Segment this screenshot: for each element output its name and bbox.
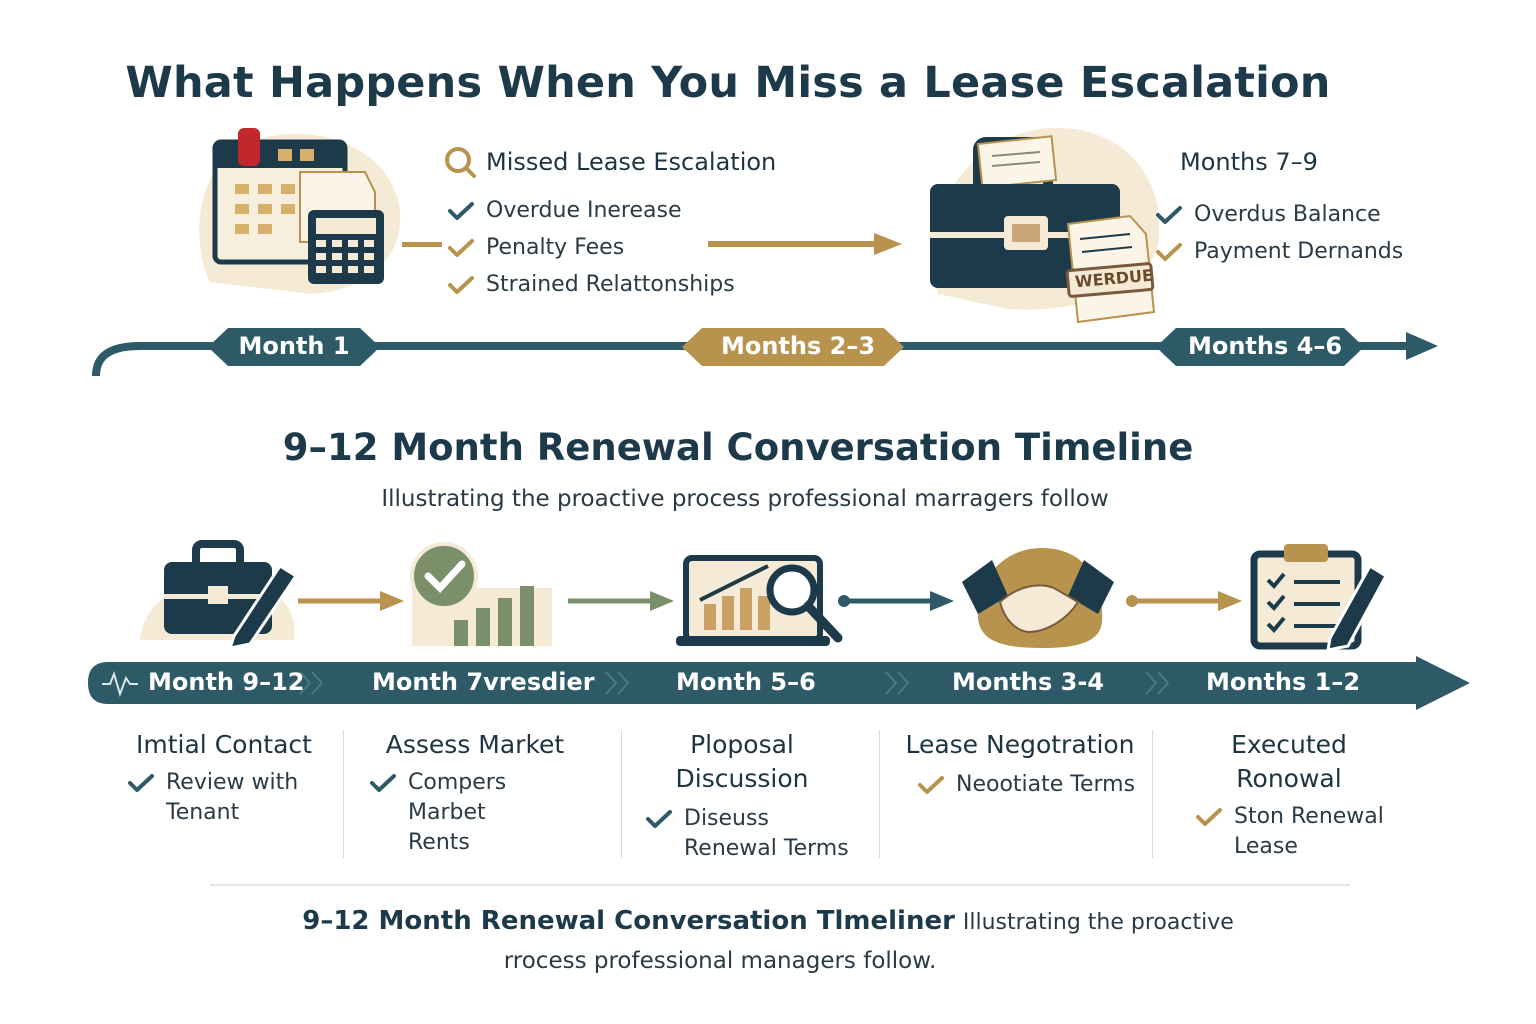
briefcase-overdue-icon [930,127,1160,324]
late-consequences-list: Overdus Balance Payment Dernands [1156,196,1403,270]
footer-line-1: 9–12 Month Renewal Conversation Tlmeline… [302,906,1234,936]
section-title: 9–12 Month Renewal Conversation Timeline [282,426,1194,469]
spark-icon [102,670,138,698]
check-icon [370,773,396,793]
timeline-pill-months-2-3: Months 2–3 [720,332,876,360]
stage-assess-market: Assess Market Compers Marbet Rents [350,728,600,858]
stage-divider [621,730,622,858]
consequence-item: Overdue Inerease [448,192,735,229]
arrow-right-icon [568,591,674,611]
section-subtitle: Illustrating the proactive process profe… [381,486,1109,512]
check-icon [646,809,672,829]
stage-item: Review with Tenant [128,768,308,828]
missed-consequences-list: Overdue Inerease Penalty Fees Strained R… [448,192,735,303]
footer-line-2: rrocess professional managers follow. [503,948,937,974]
stage-item: Diseuss Renewal Terms [646,804,856,864]
timeline-pill-months-4-6: Months 4–6 [1187,332,1343,360]
check-icon [1156,205,1182,225]
check-icon [128,773,154,793]
consequence-item: Strained Relattonships [448,266,735,303]
consequence-item: Penalty Fees [448,229,735,266]
timeline-pill-month-9-12: Month 9–12 [148,668,305,696]
stage-divider [343,730,344,858]
stage-item: Compers Marbet Rents [370,768,550,858]
footer-divider [210,884,1350,886]
calendar-calculator-icon [199,128,401,294]
checklist-pen-icon [1250,544,1388,650]
arrow-right-icon [708,233,902,255]
arrow-right-icon [298,591,404,611]
timeline-escalation [92,328,1438,377]
check-icon [448,275,474,295]
stage-divider [1152,730,1153,858]
check-icon [448,238,474,258]
consequence-item: Overdus Balance [1156,196,1403,233]
search-icon [445,147,476,178]
stage-lease-negotiation: Lease Negotration Neootiate Terms [900,728,1140,800]
connector-line [402,242,442,247]
stage-item: Ston Renewal Lease [1196,802,1402,862]
handshake-icon [962,548,1114,648]
stage-initial-contact: Imtial Contact Review with Tenant [108,728,340,828]
check-icon [448,201,474,221]
stage-item: Neootiate Terms [918,770,1142,800]
check-icon [918,775,944,795]
timeline-pill-months-1-2: Months 1–2 [1206,668,1361,696]
page-title: What Happens When You Miss a Lease Escal… [125,58,1331,108]
consequence-item: Payment Dernands [1156,233,1403,270]
arrow-right-icon [838,591,954,611]
briefcase-pen-icon [140,540,299,646]
missed-escalation-heading: Missed Lease Escalation [486,148,777,176]
timeline-renewal-band [88,656,1470,710]
arrow-right-icon [1126,591,1242,611]
check-icon [1156,242,1182,262]
timeline-pill-months-3-4: Months 3-4 [952,668,1105,696]
stage-divider [879,730,880,858]
timeline-pill-month-5-6: Month 5–6 [676,668,816,696]
timeline-pill-month-1: Month 1 [238,332,350,360]
check-bar-chart-icon [410,542,552,646]
stage-executed-renewal: Executed Ronowal Ston Renewal Lease [1176,728,1402,862]
stage-proposal-discussion: Ploposal Discussion Diseuss Renewal Term… [636,728,849,864]
laptop-analysis-icon [676,555,843,646]
timeline-pill-month-7: Month 7vresdier [372,668,595,696]
check-icon [1196,807,1222,827]
late-months-heading: Months 7–9 [1180,148,1318,176]
